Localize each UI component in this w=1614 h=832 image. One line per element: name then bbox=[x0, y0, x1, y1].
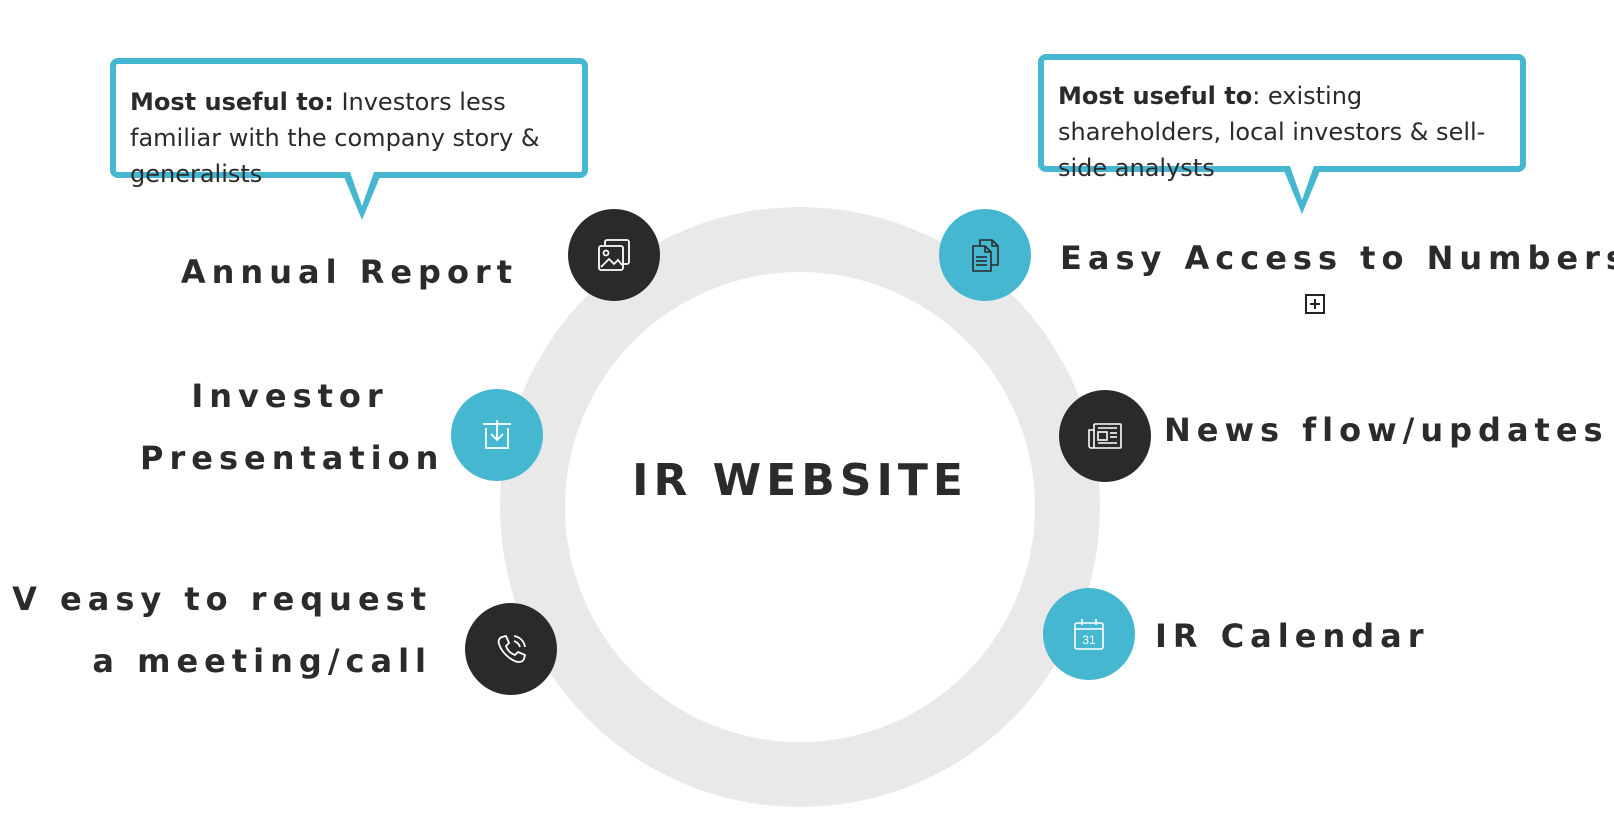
label-news-flow: News flow/updates bbox=[1164, 411, 1609, 449]
calendar-icon: 31 bbox=[1074, 619, 1104, 650]
node-easy-access-numbers[interactable] bbox=[939, 209, 1031, 301]
expand-icon[interactable] bbox=[1305, 294, 1325, 314]
callout-left-tail bbox=[342, 172, 382, 220]
documents-icon bbox=[972, 239, 999, 272]
label-easy-access-numbers: Easy Access to Numbers bbox=[1060, 239, 1614, 277]
image-gallery-icon bbox=[598, 239, 630, 271]
label-request-meeting-line1: V easy to request bbox=[12, 580, 432, 618]
newspaper-icon bbox=[1088, 423, 1122, 449]
callout-right-text: : existing shareholders, local investors… bbox=[1058, 82, 1486, 182]
node-ir-calendar[interactable]: 31 bbox=[1043, 588, 1135, 680]
node-annual-report[interactable] bbox=[568, 209, 660, 301]
node-investor-presentation[interactable] bbox=[451, 389, 543, 481]
center-title: IR WEBSITE bbox=[632, 455, 968, 506]
calendar-day: 31 bbox=[1082, 633, 1096, 647]
callout-right-bold: Most useful to bbox=[1058, 82, 1253, 110]
ring-center bbox=[565, 272, 1035, 742]
label-investor-presentation-line2: Presentation bbox=[140, 439, 445, 477]
callout-left-text: Investors less familiar with the company… bbox=[130, 88, 540, 188]
node-request-meeting[interactable] bbox=[465, 603, 557, 695]
node-news-flow[interactable] bbox=[1059, 390, 1151, 482]
download-box-icon bbox=[483, 420, 511, 449]
callout-left-bold: Most useful to: bbox=[130, 88, 334, 116]
callout-right: Most useful to: existing shareholders, l… bbox=[1038, 54, 1526, 182]
label-request-meeting-line2: a meeting/call bbox=[92, 642, 432, 680]
callout-left: Most useful to: Investors less familiar … bbox=[110, 58, 588, 188]
phone-call-icon bbox=[497, 635, 526, 663]
label-annual-report: Annual Report bbox=[180, 253, 518, 291]
label-ir-calendar: IR Calendar bbox=[1155, 617, 1430, 655]
label-investor-presentation-line1: Investor bbox=[191, 377, 389, 415]
callout-right-tail bbox=[1282, 166, 1322, 214]
